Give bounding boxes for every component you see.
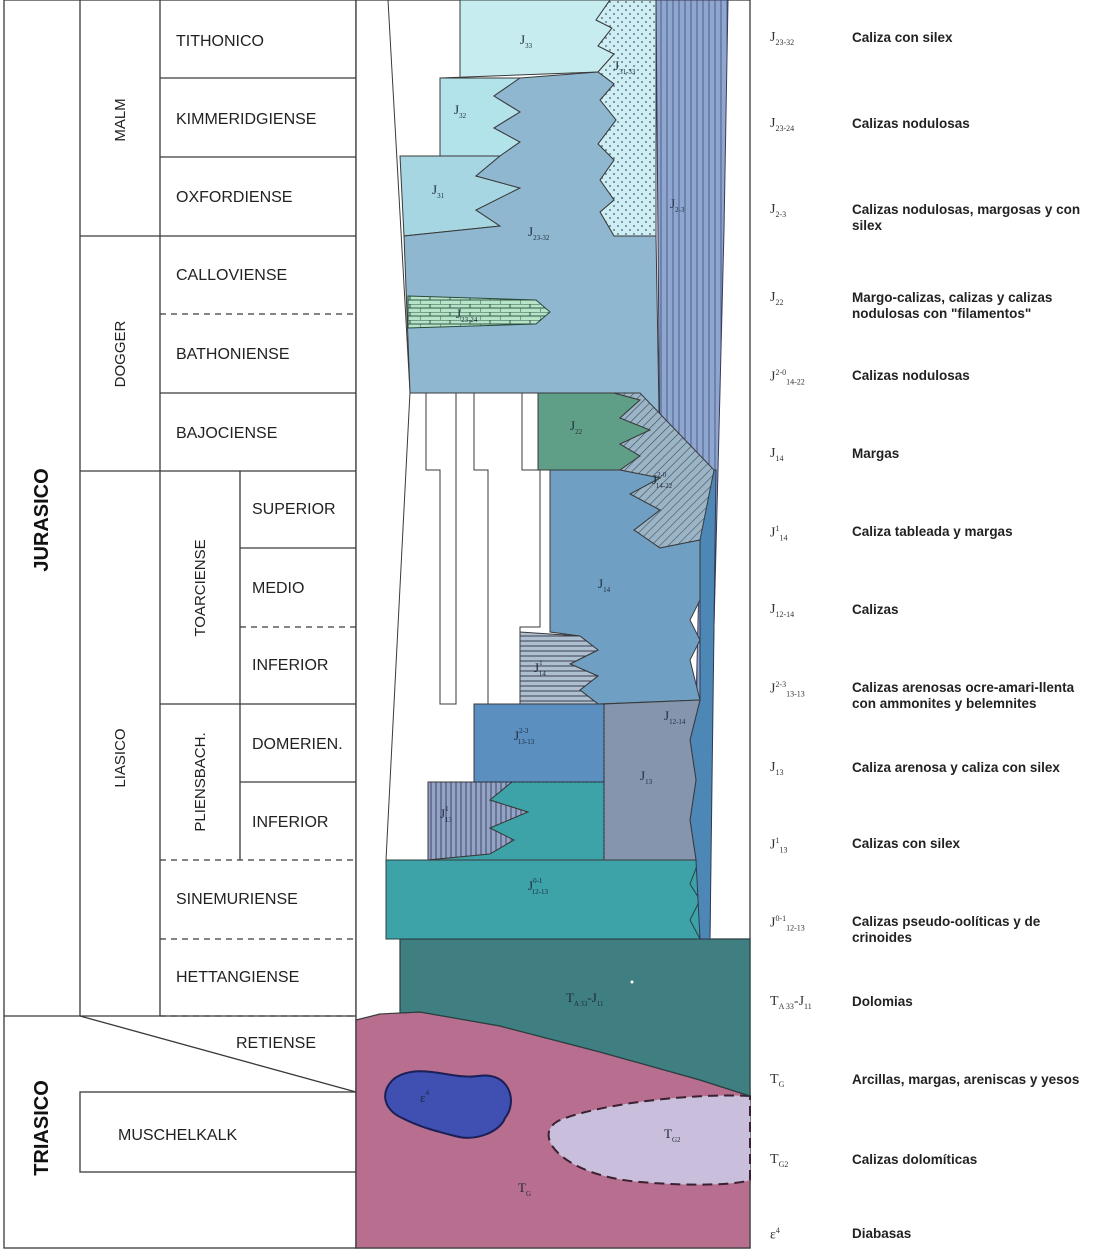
legend-code: TG2 [770, 1152, 788, 1169]
stage-label: MUSCHELKALK [118, 1127, 237, 1144]
stage-label: INFERIOR [252, 657, 328, 674]
legend-description: Dolomias [852, 994, 1092, 1010]
substage-label-pliensbach: PLIENSBACH. [192, 732, 209, 831]
legend-description: Arcillas, margas, areniscas y yesos [852, 1072, 1092, 1088]
legend-description: Calizas pseudo-oolíticas y de crinoides [852, 914, 1092, 946]
unit-J33-area [440, 0, 614, 78]
substage-label-toarciense: TOARCIENSE [192, 539, 209, 636]
stage-label: TITHONICO [176, 33, 264, 50]
stage-label: BATHONIENSE [176, 346, 290, 363]
legend-code: J113 [770, 836, 787, 854]
stratigraphic-table [4, 0, 356, 1248]
stage-label: HETTANGIENSE [176, 969, 299, 986]
system-label-jurasico: JURASICO [31, 468, 53, 571]
legend-description: Caliza con silex [852, 30, 1092, 46]
series-label-dogger: DOGGER [112, 321, 129, 388]
unit-J23-24-bricks [408, 296, 550, 328]
legend-description: Calizas [852, 602, 1092, 618]
legend-code: J2-313-13 [770, 680, 805, 698]
stage-label: OXFORDIENSE [176, 189, 292, 206]
legend-code: ε4 [770, 1226, 780, 1244]
legend-description: Calizas con silex [852, 836, 1092, 852]
stage-label: RETIENSE [236, 1035, 316, 1052]
legend-description: Calizas nodulosas [852, 116, 1092, 132]
legend-description: Diabasas [852, 1226, 1092, 1242]
unit-J22-area [538, 393, 650, 470]
stage-label: CALLOVIENSE [176, 267, 287, 284]
legend-code: J23-24 [770, 116, 794, 133]
legend-description: Calizas dolomíticas [852, 1152, 1092, 1168]
unit-J12-13-area [386, 860, 700, 939]
stage-label: INFERIOR [252, 814, 328, 831]
legend-description: Margas [852, 446, 1092, 462]
legend-description: Calizas nodulosas [852, 368, 1092, 384]
legend-description: Calizas nodulosas, margosas y con silex [852, 202, 1092, 234]
legend-code: J12-14 [770, 602, 794, 619]
stage-label: KIMMERIDGIENSE [176, 111, 316, 128]
legend-description: Caliza arenosa y caliza con silex [852, 760, 1092, 776]
series-label-malm: MALM [112, 98, 129, 141]
legend-code: J114 [770, 524, 787, 542]
stage-label: DOMERIEN. [252, 736, 343, 753]
legend-code: J14 [770, 446, 783, 463]
legend-code: TA 33-J11 [770, 994, 812, 1011]
legend-code: J22 [770, 290, 783, 307]
legend-code: J23-32 [770, 30, 794, 47]
legend-code: TG [770, 1072, 784, 1089]
legend-description: Caliza tableada y margas [852, 524, 1092, 540]
lithology-column [356, 0, 750, 1248]
unit-J13-13-area [474, 704, 604, 782]
legend-description: Margo-calizas, calizas y calizas nodulos… [852, 290, 1092, 322]
legend-description: Calizas arenosas ocre-amari-llenta con a… [852, 680, 1092, 712]
stage-label: BAJOCIENSE [176, 425, 277, 442]
legend-code: J2-3 [770, 202, 786, 219]
series-label-liasico: LIASICO [112, 728, 129, 787]
stage-label: SINEMURIENSE [176, 891, 298, 908]
system-label-triasico: TRIASICO [31, 1080, 53, 1176]
legend-code: J0-112-13 [770, 914, 805, 932]
legend-code: J2-014-22 [770, 368, 805, 386]
stage-label: SUPERIOR [252, 501, 336, 518]
stage-label: MEDIO [252, 580, 304, 597]
legend-code: J13 [770, 760, 783, 777]
